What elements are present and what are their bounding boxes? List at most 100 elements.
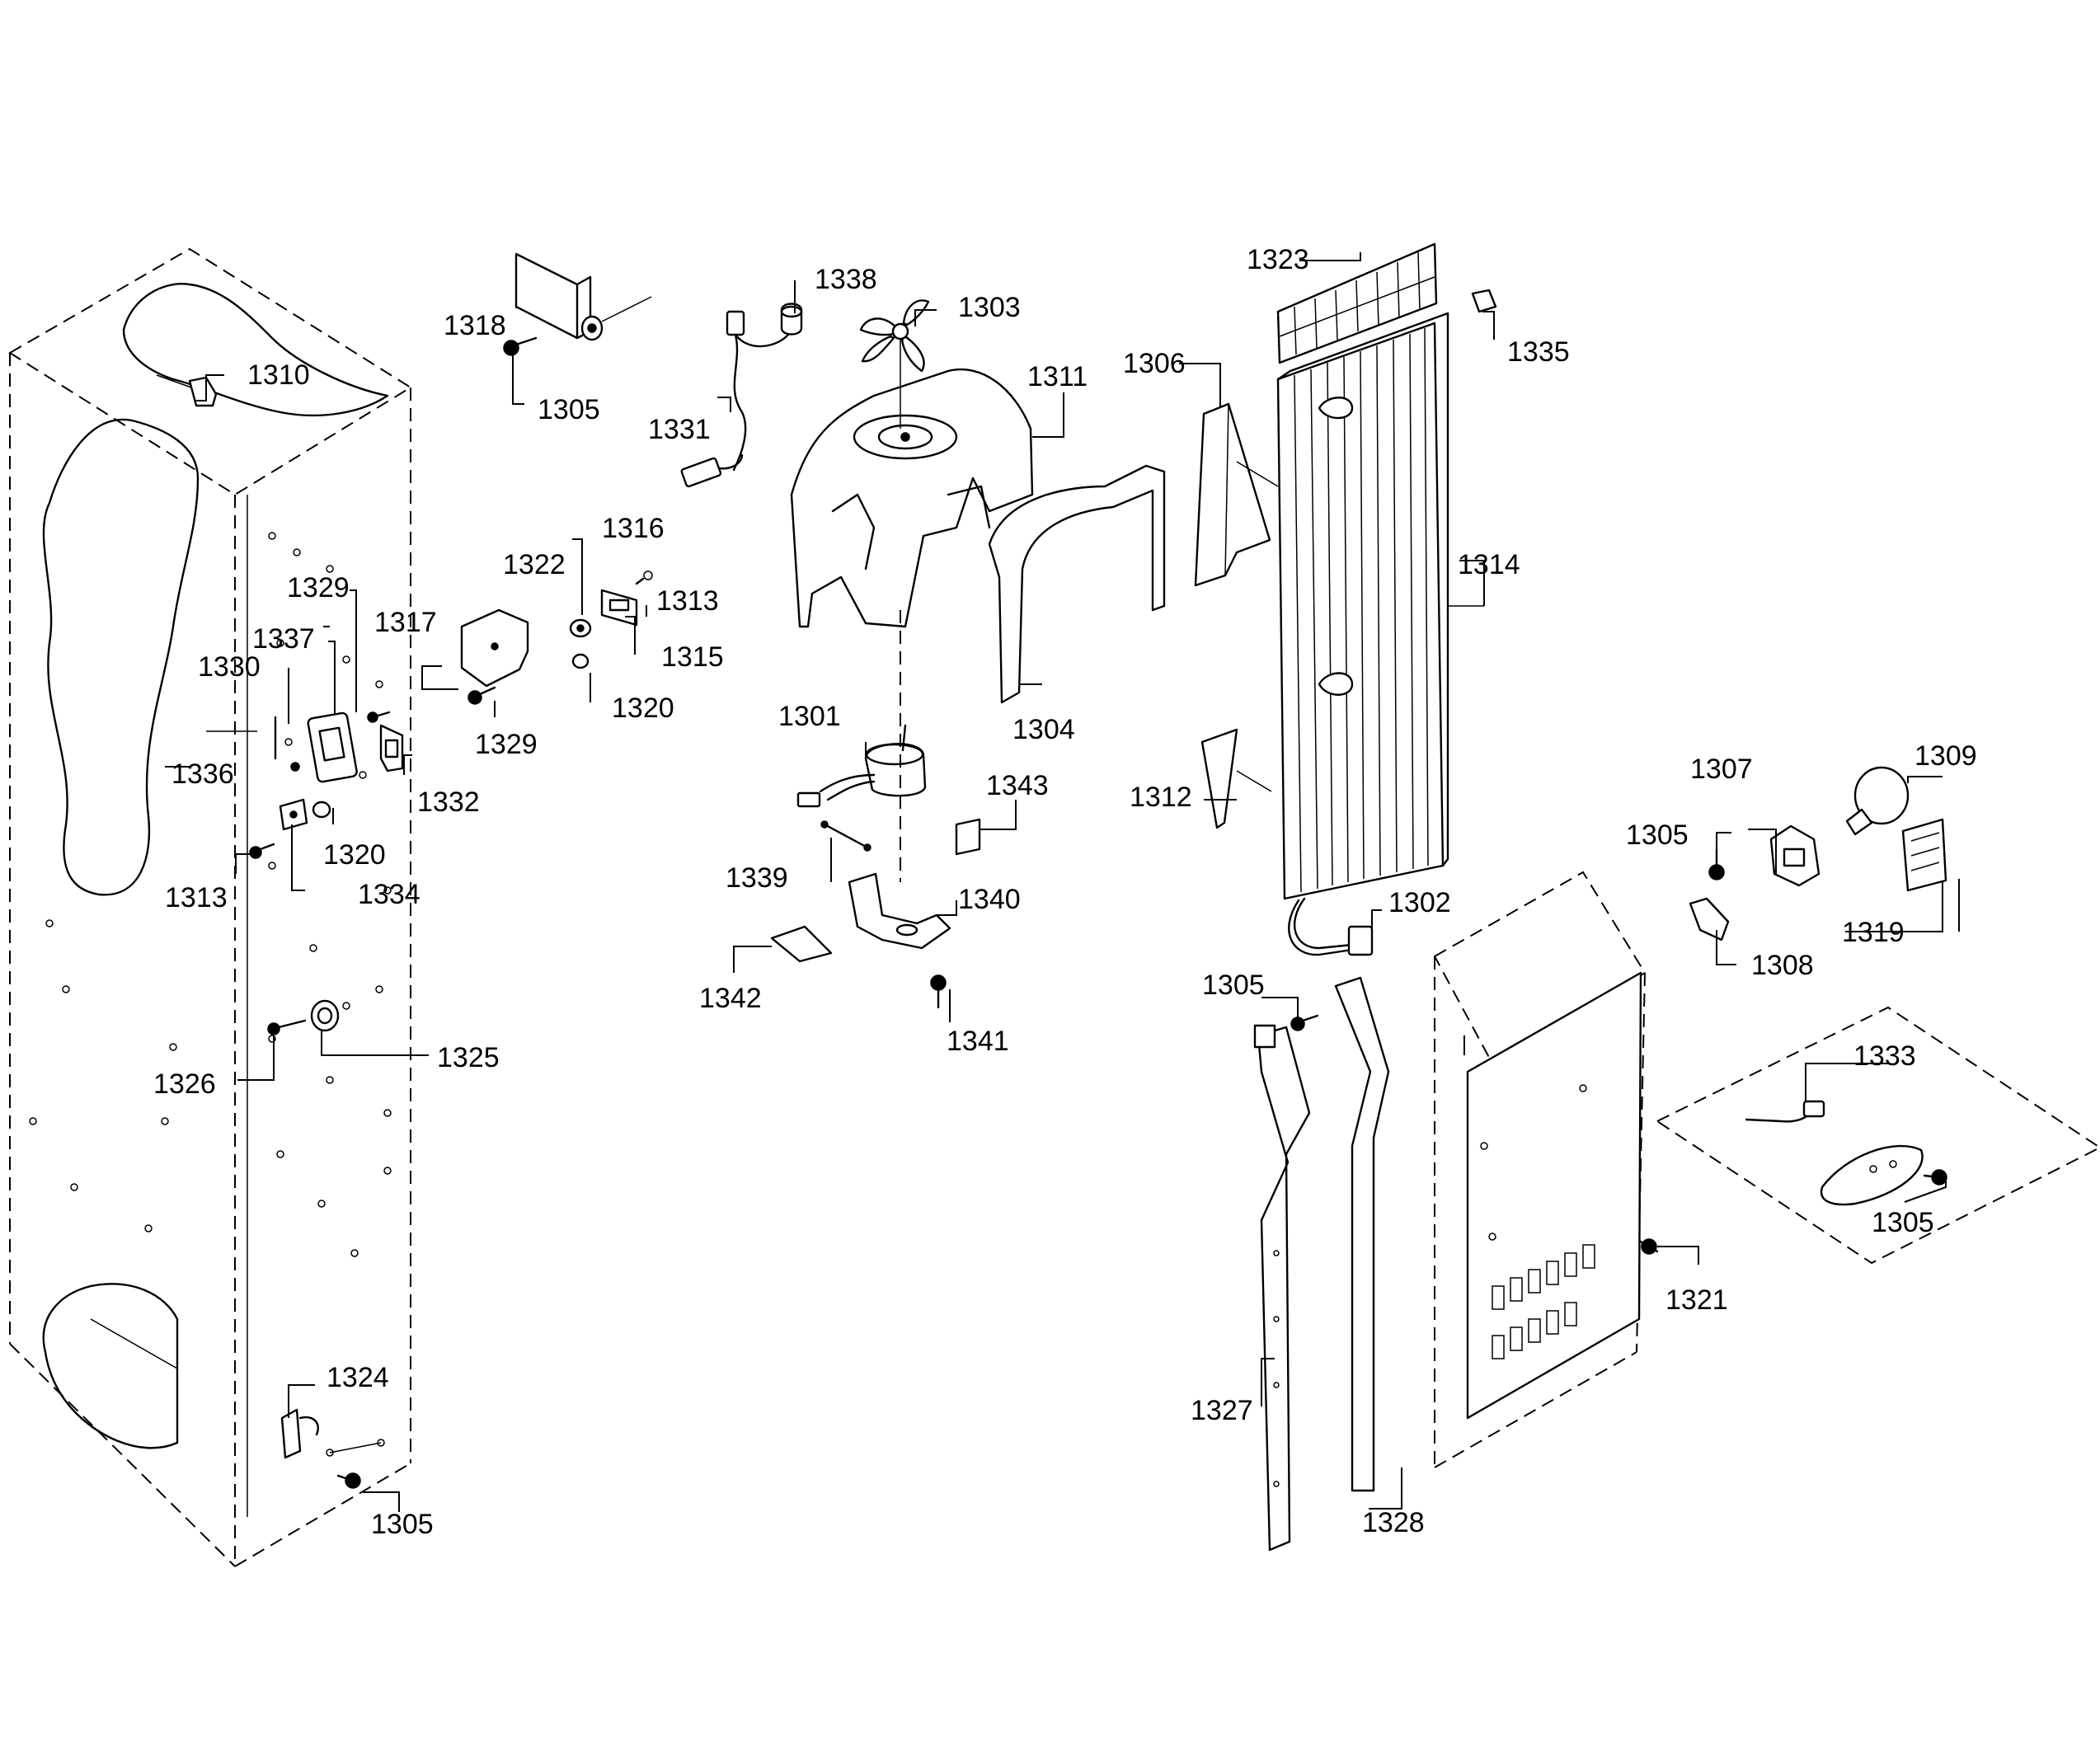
part-1340-bracket <box>848 610 951 950</box>
cabinet-left-wall <box>8 247 412 1567</box>
part-1311-fan-housing <box>790 340 1034 628</box>
callout-1330: 1330 <box>198 651 261 683</box>
callout-1304: 1304 <box>1012 714 1075 745</box>
callout-1318: 1318 <box>444 310 506 341</box>
part-1332-bracket <box>379 724 404 772</box>
callout-1311: 1311 <box>1027 361 1088 392</box>
callout-1324: 1324 <box>327 1362 389 1393</box>
part-1321-back-panel <box>1433 871 1647 1468</box>
part-1315-board <box>600 589 638 627</box>
part-1314-evaporator <box>1276 312 1484 900</box>
callout-1307: 1307 <box>1690 754 1753 785</box>
part-1329-screw <box>367 711 391 723</box>
part-1308-clip <box>1689 897 1730 941</box>
callout-1338: 1338 <box>815 264 877 295</box>
part-1343-pad <box>955 818 981 856</box>
part-1337-bracket <box>307 711 358 783</box>
part-1313-screw <box>249 843 275 859</box>
callout-1317: 1317 <box>374 607 437 638</box>
callout-1332: 1332 <box>417 786 480 818</box>
callout-1320-left: 1320 <box>323 839 386 871</box>
part-1331-harness <box>680 310 793 488</box>
part-1309-bulb <box>1845 766 1910 836</box>
callout-1312: 1312 <box>1130 782 1192 813</box>
part-1326-screw <box>267 1019 307 1035</box>
callout-1313-mid: 1313 <box>656 585 719 617</box>
callout-1315: 1315 <box>661 641 724 673</box>
callout-1322: 1322 <box>503 549 566 580</box>
callout-1305-light: 1305 <box>1872 1207 1934 1238</box>
part-1307-socket <box>1769 824 1820 887</box>
part-1305-screw-socket <box>1708 848 1725 880</box>
leader-lines <box>165 252 1960 1512</box>
callout-1305-cabinet: 1305 <box>371 1509 434 1540</box>
part-1305-screw-1318 <box>503 336 538 356</box>
callout-1333: 1333 <box>1853 1040 1916 1072</box>
callout-1305-top: 1305 <box>538 394 600 425</box>
callout-1314: 1314 <box>1458 549 1520 580</box>
callout-1334: 1334 <box>358 879 420 910</box>
callout-1341: 1341 <box>947 1026 1009 1057</box>
part-1319-cover <box>1901 818 1947 892</box>
part-1325-damper <box>310 999 350 1032</box>
callout-1335: 1335 <box>1507 336 1570 368</box>
callout-1329-right: 1329 <box>475 729 538 760</box>
callout-1319: 1319 <box>1842 917 1905 948</box>
callout-1325: 1325 <box>437 1042 500 1073</box>
part-1302-heater-harness <box>1288 897 1374 956</box>
part-1323-grille <box>1276 242 1438 364</box>
callout-1328: 1328 <box>1362 1507 1425 1538</box>
part-1341-screw <box>930 974 947 1009</box>
part-1316-bushing <box>569 618 592 638</box>
part-1306-baffle <box>1194 402 1279 587</box>
callout-1306: 1306 <box>1123 348 1186 379</box>
part-1305-screw-light <box>1923 1169 1947 1186</box>
callout-labels: 1310 1318 1305 1338 1303 1331 1311 1306 … <box>153 244 1977 1540</box>
callout-1301: 1301 <box>778 701 841 732</box>
callout-1343: 1343 <box>986 770 1049 801</box>
part-1335-cap <box>1471 289 1497 313</box>
part-1313-screw-b <box>635 570 653 585</box>
part-1312-baffle <box>1200 728 1272 829</box>
callout-1302: 1302 <box>1388 887 1451 918</box>
callout-1305-rail: 1305 <box>1202 970 1265 1001</box>
part-1327-rail <box>1253 1024 1311 1552</box>
part-1305-screw-cabinet <box>336 1472 361 1489</box>
part-1305-screw-rail <box>1290 1014 1319 1031</box>
part-1310-clip <box>156 374 218 407</box>
part-1336-rod <box>206 730 300 772</box>
callout-1309: 1309 <box>1914 740 1977 772</box>
part-1318-bracket <box>514 252 652 341</box>
callout-1326: 1326 <box>153 1068 216 1100</box>
part-1301-fan-motor <box>796 724 927 808</box>
part-1304-duct-frame <box>988 464 1166 704</box>
part-1322-cover <box>460 608 529 688</box>
part-1320-cap <box>312 801 331 819</box>
part-1321-screw <box>1639 1238 1659 1255</box>
callout-1313-left: 1313 <box>165 882 228 913</box>
part-1339-rod <box>820 820 871 852</box>
callout-1323: 1323 <box>1247 244 1309 275</box>
part-1320-cap-b <box>571 653 590 669</box>
part-1328-rail <box>1334 976 1390 1492</box>
callout-1329-left: 1329 <box>287 572 350 603</box>
callout-1321: 1321 <box>1665 1284 1728 1316</box>
callout-1339: 1339 <box>726 862 788 894</box>
callout-1336: 1336 <box>171 758 234 790</box>
callout-1316: 1316 <box>602 513 665 544</box>
callout-1327: 1327 <box>1191 1395 1253 1426</box>
part-1303-fan-blade <box>859 299 930 373</box>
part-1329-screw-b <box>467 686 496 705</box>
part-1324-bracket <box>280 1408 385 1459</box>
callout-1303: 1303 <box>958 292 1021 323</box>
callout-1305-socket: 1305 <box>1626 819 1689 851</box>
callout-1342: 1342 <box>699 983 762 1014</box>
callout-1337: 1337 <box>252 623 315 655</box>
callout-1320-mid: 1320 <box>612 693 674 724</box>
callout-1331: 1331 <box>648 414 711 445</box>
part-1342-pad <box>770 925 833 963</box>
part-1338-grommet <box>780 303 803 336</box>
callout-1308: 1308 <box>1751 950 1814 981</box>
part-1333-light-assembly <box>1655 1006 2100 1265</box>
